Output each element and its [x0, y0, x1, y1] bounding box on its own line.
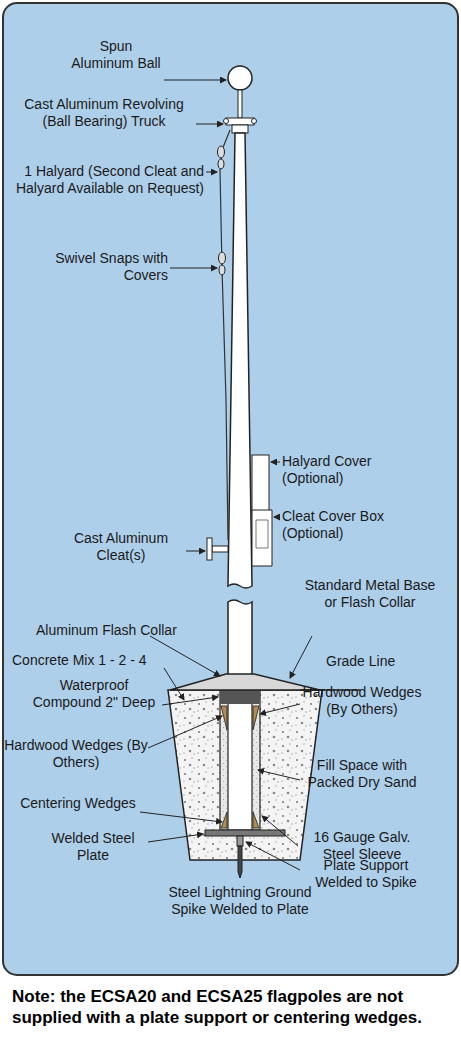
swivel-snap — [218, 146, 226, 275]
steel-plate — [205, 830, 285, 836]
lower-pole — [228, 600, 252, 830]
steel-sleeve — [220, 690, 260, 830]
flash-collar — [170, 674, 320, 690]
part-label: Fill Space with Packed Dry Sand — [302, 757, 422, 791]
centering-wedges — [221, 812, 259, 828]
part-label: Spun Aluminum Ball — [70, 38, 162, 72]
ball-stem — [238, 90, 242, 118]
part-label: Welded Steel Plate — [40, 830, 146, 864]
ground-spike — [238, 846, 242, 878]
part-label: Grade Line — [326, 653, 436, 670]
part-label: Plate Support Welded to Spike — [302, 857, 430, 891]
part-label: 1 Halyard (Second Cleat and Halyard Avai… — [8, 163, 204, 197]
part-label: Standard Metal Base or Flash Collar — [300, 577, 440, 611]
note-caption: Note: the ECSA20 and ECSA25 flagpoles ar… — [12, 986, 452, 1028]
part-label: Waterproof Compound 2" Deep — [28, 677, 160, 711]
ball — [228, 66, 252, 90]
concrete-foundation — [168, 690, 322, 860]
part-label: Swivel Snaps with Covers — [48, 250, 168, 284]
part-label: Steel Lightning Ground Spike Welded to P… — [150, 884, 330, 918]
part-label: Centering Wedges — [18, 795, 138, 812]
part-label: Halyard Cover (Optional) — [282, 453, 412, 487]
hardwood-wedges — [221, 706, 259, 730]
part-label: Aluminum Flash Collar — [36, 622, 196, 639]
pole-in-sleeve — [228, 690, 252, 830]
part-label: Cast Aluminum Cleat(s) — [58, 530, 184, 564]
part-label: Hardwood Wedges (By Others) — [302, 684, 422, 718]
truck-body — [232, 125, 248, 133]
background-panel — [3, 3, 458, 975]
plate-support — [237, 836, 243, 846]
halyard — [220, 130, 230, 540]
cleat-cover-box — [252, 510, 272, 566]
truck — [226, 118, 254, 125]
upper-pole — [228, 133, 252, 588]
cleat — [207, 538, 228, 560]
waterproof-compound — [220, 690, 260, 704]
part-label: Concrete Mix 1 - 2 - 4 — [12, 652, 177, 669]
part-label: Hardwood Wedges (By Others) — [4, 737, 148, 771]
part-label: Cleat Cover Box (Optional) — [282, 508, 422, 542]
halyard-cover — [252, 455, 269, 513]
part-label: Cast Aluminum Revolving (Ball Bearing) T… — [14, 96, 194, 130]
